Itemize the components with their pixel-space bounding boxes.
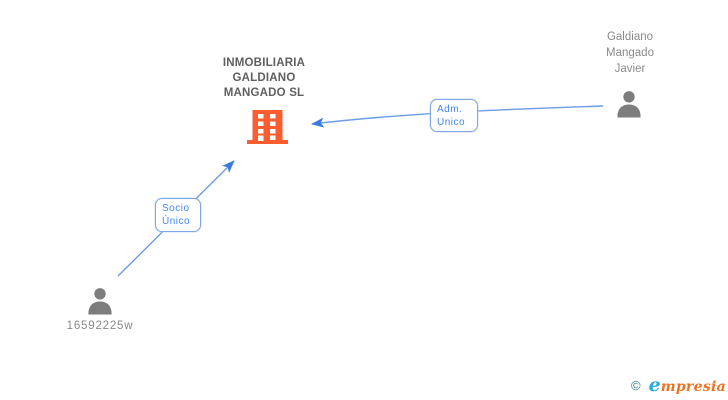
person-icon bbox=[617, 91, 641, 118]
person-name-line: Javier bbox=[614, 63, 646, 75]
relation-label-line: Socio bbox=[162, 203, 190, 214]
empresia-logo[interactable]: © empresia bbox=[631, 374, 726, 396]
company-name[interactable]: INMOBILIARIA GALDIANO MANGADO SL bbox=[184, 56, 344, 101]
person-node-16592225w[interactable] bbox=[86, 287, 114, 315]
company-node[interactable] bbox=[247, 110, 288, 144]
relation-label-line: Único bbox=[162, 216, 191, 227]
relation-label-line: Adm. bbox=[437, 103, 463, 115]
person-icon bbox=[88, 288, 112, 315]
relation-label-adm-unico: Adm. Unico bbox=[430, 99, 478, 132]
copyright-symbol: © bbox=[630, 378, 641, 393]
person-name-line: Mangado bbox=[606, 47, 654, 59]
person-name-galdiano-mangado-javier[interactable]: Galdiano Mangado Javier bbox=[585, 29, 675, 77]
brand-initial: e bbox=[648, 374, 661, 396]
relation-label-line: Unico bbox=[437, 116, 466, 128]
company-name-line: MANGADO SL bbox=[223, 87, 305, 99]
brand-name: mpresia bbox=[660, 379, 726, 395]
company-name-line: INMOBILIARIA bbox=[222, 57, 306, 69]
person-name-16592225w[interactable]: 16592225w bbox=[66, 320, 134, 332]
person-node-javier[interactable] bbox=[615, 90, 643, 118]
building-icon bbox=[247, 110, 288, 144]
relation-label-socio-unico: Socio Único bbox=[155, 198, 201, 232]
company-name-line: GALDIANO bbox=[232, 72, 296, 84]
person-name-line: Galdiano bbox=[606, 31, 654, 43]
